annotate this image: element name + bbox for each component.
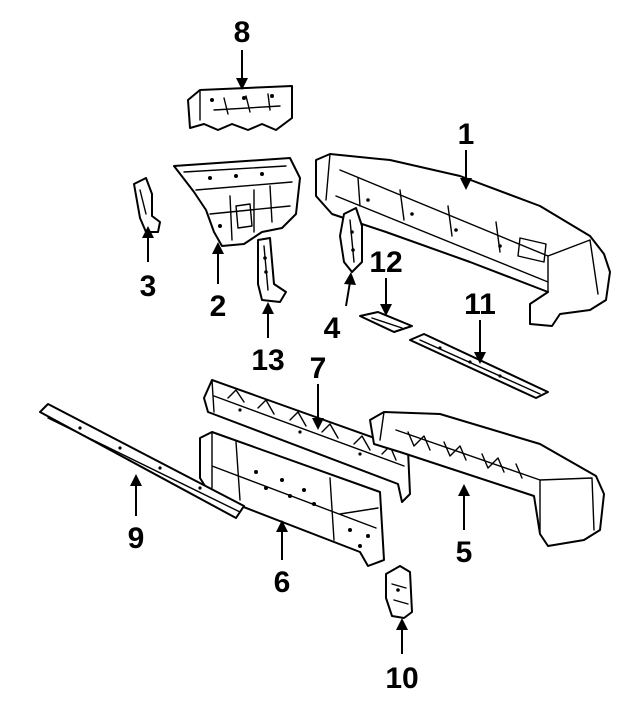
callout-8: 8 xyxy=(234,16,251,49)
part-6-reinforcement-beam[interactable] xyxy=(199,431,385,567)
callout-13: 13 xyxy=(251,344,284,377)
callout-2: 2 xyxy=(210,290,227,323)
part-11-strip[interactable] xyxy=(409,333,549,399)
callout-9: 9 xyxy=(128,522,145,555)
callout-leaders xyxy=(130,50,486,654)
callout-6: 6 xyxy=(274,566,291,599)
part-9-lower-strip[interactable] xyxy=(39,403,245,519)
callout-1: 1 xyxy=(458,118,475,151)
callout-3: 3 xyxy=(140,270,157,303)
part-4-inner-support[interactable] xyxy=(339,207,363,273)
part-13-support-bracket[interactable] xyxy=(257,237,287,303)
part-7-impact-bar[interactable] xyxy=(203,379,411,503)
callout-7: 7 xyxy=(310,352,327,385)
part-2-inner-bracket[interactable] xyxy=(173,157,301,247)
part-3-side-bracket[interactable] xyxy=(133,177,161,233)
callout-4: 4 xyxy=(324,312,341,345)
callout-labels: 8 1 3 2 13 4 12 11 7 9 6 5 10 xyxy=(128,16,496,695)
callout-12: 12 xyxy=(369,246,402,279)
part-8-bracket[interactable] xyxy=(187,85,293,131)
part-10-lower-bracket[interactable] xyxy=(385,565,413,619)
callout-11: 11 xyxy=(464,288,496,321)
callout-5: 5 xyxy=(456,536,473,569)
callout-10: 10 xyxy=(385,662,418,695)
part-1-bumper-cover[interactable] xyxy=(315,153,611,327)
part-5-energy-absorber[interactable] xyxy=(369,411,605,547)
part-12-plate[interactable] xyxy=(359,311,413,333)
